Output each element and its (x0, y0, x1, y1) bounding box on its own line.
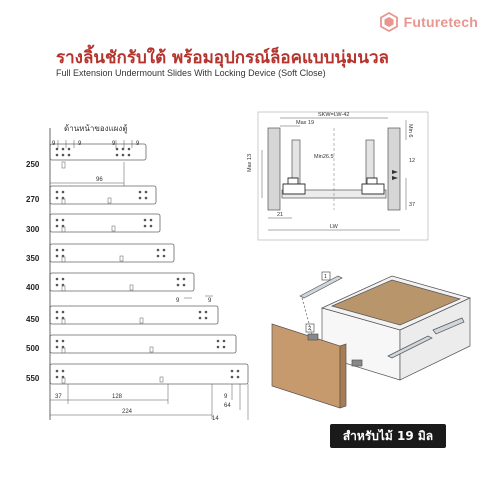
rail-slots (61, 161, 164, 384)
top-dimensions (49, 140, 133, 148)
dim-96: 96 (96, 177, 103, 183)
isometric-drawer-view (271, 271, 472, 409)
dim-top-9-a: 9 (52, 141, 56, 147)
mounting-holes (55, 147, 240, 379)
dim-12: 12 (409, 158, 415, 164)
dim-top-9-c: 9 (112, 141, 116, 147)
dim-right-9-a: 9 (176, 298, 180, 304)
dim-skw: SKW=LW-42 (318, 112, 349, 118)
length-label-250: 250 (26, 160, 40, 169)
dim-lw: LW (330, 224, 339, 230)
bottom-dimensions (50, 384, 249, 420)
cross-section-diagram (257, 111, 429, 241)
brand-logo-icon (379, 12, 398, 32)
callout-2: 2 (308, 326, 311, 332)
brand: Futuretech (379, 12, 478, 32)
dim-128: 128 (112, 394, 123, 400)
dim-21: 21 (277, 212, 283, 218)
brand-name: Futuretech (403, 14, 478, 30)
page-subtitle: Full Extension Undermount Slides With Lo… (56, 68, 326, 78)
rail-350 (49, 243, 175, 263)
rail-270 (49, 185, 157, 205)
slide-rails-side-view (49, 143, 249, 385)
length-label-550: 550 (26, 374, 40, 383)
length-label-500: 500 (26, 344, 40, 353)
dim-9-bottom: 9 (224, 394, 228, 400)
dim-max13: Max 13 (247, 154, 253, 172)
page-title: รางลิ้นชักรับใต้ พร้อมอุปกรณ์ล็อคแบบนุ่ม… (56, 48, 389, 68)
dim-37: 37 (55, 394, 62, 400)
dim-37-section: 37 (409, 202, 415, 208)
dim-64: 64 (224, 403, 231, 409)
dim-right-9-b: 9 (208, 298, 212, 304)
rail-500 (49, 334, 237, 354)
rail-300 (49, 213, 161, 233)
length-label-400: 400 (26, 283, 40, 292)
rail-400 (49, 272, 195, 292)
dim-max19: Max 19 (296, 120, 314, 126)
dim-224: 224 (122, 409, 133, 415)
dim-14: 14 (212, 416, 219, 422)
length-label-270: 270 (26, 195, 40, 204)
rail-550 (49, 363, 249, 385)
length-label-350: 350 (26, 254, 40, 263)
length-label-300: 300 (26, 225, 40, 234)
badge-text: สำหรับไม้ 19 มิล (342, 428, 434, 443)
cabinet-front-label: ด้านหน้าของแผงตู้ (64, 124, 128, 133)
dim-min6: Min 6 (407, 124, 413, 137)
wood-thickness-badge: สำหรับไม้ 19 มิล (330, 424, 446, 448)
dim-top-9-b: 9 (78, 141, 82, 147)
callout-1: 1 (324, 274, 327, 280)
rail-250 (49, 143, 147, 161)
dim-min265: Min26.5 (314, 154, 334, 160)
length-label-450: 450 (26, 315, 40, 324)
dim-top-9-d: 9 (136, 141, 140, 147)
rail-450 (49, 305, 219, 325)
